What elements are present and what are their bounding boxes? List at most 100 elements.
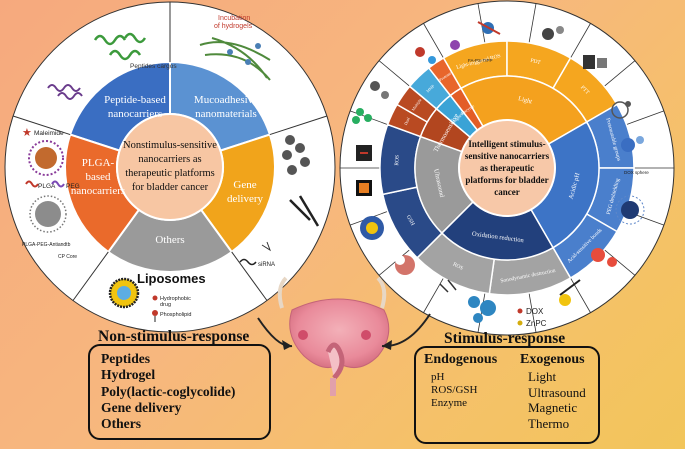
right-arrow — [381, 313, 431, 350]
hydrogel-illustration: Incubation of hydrogels — [199, 15, 271, 81]
left-center-line-1: Nonstimulus-sensitive — [123, 140, 217, 151]
gene-delivery-illustration: siRNA — [239, 135, 320, 268]
right-outer-divider — [626, 110, 665, 125]
left-outer-divider-4 — [72, 251, 109, 301]
sector-gene-line-2: delivery — [227, 193, 264, 205]
left-wheel-dividers — [12, 2, 328, 301]
hydrogel-label-line-1: Incubation — [218, 15, 250, 22]
right-center-line-2: sensitive nanocarriers — [465, 151, 550, 161]
right-middle-label-7: ROS — [452, 262, 464, 272]
znpc-marker-icon — [517, 320, 523, 326]
hydrophobic-drug-line-1: Hydrophobic — [160, 296, 191, 302]
right-middle-label-12: MMP — [425, 83, 436, 94]
sector-plga-line-3: nanocarriers — [71, 185, 125, 197]
list-item-others: Others — [101, 416, 142, 432]
right-outer-divider — [423, 23, 444, 59]
right-wheel-outer-dividers — [340, 3, 674, 333]
right-middle-label-9: ROS — [394, 155, 401, 166]
exogenous-item-thermo: Thermo — [528, 415, 570, 431]
exogenous-item-ultrasound: Ultrasound — [528, 384, 586, 400]
left-wheel-sectors — [64, 60, 276, 273]
left-outer-divider-0 — [12, 115, 71, 136]
right-outer-divider — [604, 249, 636, 276]
plga-particle-icon — [35, 147, 57, 169]
maleimide-label: Maleimide — [34, 130, 64, 137]
hydrophobic-drug-line-2: drug — [160, 302, 171, 308]
sector-plga-line-1: PLGA- — [82, 157, 115, 169]
endogenous-item-ros-gsh: ROS/GSH — [431, 384, 478, 396]
peg-label: PEG — [66, 183, 80, 190]
endogenous-item-enzyme: Enzyme — [431, 397, 468, 409]
sector-gene-line-1: Gene — [233, 179, 256, 191]
dox-sphere-label: DOX sphere — [624, 170, 649, 175]
sector-plga-line-2: based — [85, 171, 111, 183]
non-stimulus-list: Peptides Hydrogel Poly(lactic-coglycolid… — [101, 351, 235, 432]
left-center-text: Nonstimulus-sensitive nanocarriers as th… — [123, 140, 217, 193]
left-outer-divider-3 — [231, 251, 268, 301]
sector-mucoadhesive-line-2: nanomaterials — [195, 108, 257, 120]
dox-marker-icon — [517, 308, 523, 314]
znpc-label: ZnPC — [526, 319, 547, 328]
left-center-line-4: for bladder cancer — [132, 182, 209, 193]
right-outer-divider — [528, 3, 537, 43]
exogenous-item-magnetic: Magnetic — [528, 400, 578, 415]
cp-core-particle-icon — [35, 201, 61, 227]
endogenous-item-ph: pH — [431, 371, 445, 383]
right-outer-divider — [604, 60, 636, 87]
peptides-cargos-illustration: Peptides cargos — [93, 32, 177, 70]
exogenous-list: Light Ultrasound Magnetic Thermo — [528, 369, 586, 431]
hydrogel-label-line-2: of hydrogels — [214, 23, 253, 30]
list-item-hydrogel: Hydrogel — [101, 367, 156, 383]
exogenous-heading: Exogenous — [520, 352, 585, 367]
right-center-line-5: cancer — [494, 187, 519, 197]
fa-ps-label: FA-PS-TIPP — [468, 58, 493, 63]
list-item-gene-delivery: Gene delivery — [101, 399, 182, 415]
right-outer-divider — [477, 293, 486, 333]
sirna-label: siRNA — [258, 262, 275, 268]
plga-illustration: ★ Maleimide PLGA PEG PLGA-PEG-Antiandtb … — [22, 127, 80, 260]
right-middle-label-8: GSH — [405, 214, 416, 227]
sector-peptide-line-1: Peptide-based — [104, 94, 166, 106]
phospholipid-label: Phospholipid — [160, 312, 192, 318]
right-middle-label-1: PDT — [530, 58, 542, 67]
right-middle-label-2: PTT — [579, 85, 591, 97]
dox-label: DOX — [526, 307, 544, 316]
maleimide-star-icon: ★ — [22, 127, 32, 139]
left-wheel-center-disc — [116, 113, 224, 221]
right-middle-label-13: Protease — [438, 70, 452, 82]
exogenous-item-light: Light — [528, 369, 557, 384]
spiral-illustration — [47, 84, 83, 100]
endogenous-heading: Endogenous — [424, 352, 498, 367]
right-outer-divider — [528, 293, 537, 333]
right-center-line-1: Intelligent stimulus- — [468, 139, 545, 149]
non-stimulus-title: Non-stimulus-response — [98, 328, 250, 345]
right-wheel-center-disc — [458, 119, 556, 217]
sector-others-label: Others — [155, 234, 184, 246]
bladder-shape — [289, 298, 390, 369]
right-outer-divider — [378, 60, 410, 87]
right-wheel-inner-ring — [414, 75, 600, 261]
plga-label: PLGA — [38, 183, 56, 190]
sector-mucoadhesive-line-1: Mucoadhesive — [194, 94, 258, 106]
sector-peptide-line-2: nanocarriers — [108, 108, 162, 120]
peptides-cargos-label: Peptides cargos — [130, 63, 177, 70]
right-inner-label-0: Light — [517, 95, 533, 105]
bladder-illustration — [277, 276, 390, 396]
endogenous-list: pH ROS/GSH Enzyme — [431, 371, 477, 410]
left-outer-divider-2 — [269, 115, 328, 136]
right-middle-label-10: Dual — [403, 116, 411, 126]
right-outer-divider — [378, 249, 410, 276]
cp-core-label: CP Core — [58, 254, 77, 260]
plga-peg-ab-label: PLGA-PEG-Antiandtb — [22, 242, 71, 248]
liposome-illustration: Liposomes Hydrophobic drug Phospholipid — [108, 271, 206, 322]
right-outer-divider — [423, 277, 444, 313]
left-center-line-2: nanocarriers as — [138, 154, 201, 165]
stimulus-box: Endogenous pH ROS/GSH Enzyme Exogenous L… — [414, 346, 600, 444]
left-center-line-3: therapeutic platforms — [125, 168, 215, 179]
left-arrow — [257, 317, 293, 350]
nonstimulus-wheel: Nonstimulus-sensitive nanocarriers as th… — [4, 1, 336, 333]
liposomes-label: Liposomes — [137, 271, 206, 286]
right-outer-illustrations: DOX sphere DOX ZnPC FA-PS-TIPP — [352, 21, 649, 328]
right-center-text: Intelligent stimulus- sensitive nanocarr… — [465, 139, 550, 197]
